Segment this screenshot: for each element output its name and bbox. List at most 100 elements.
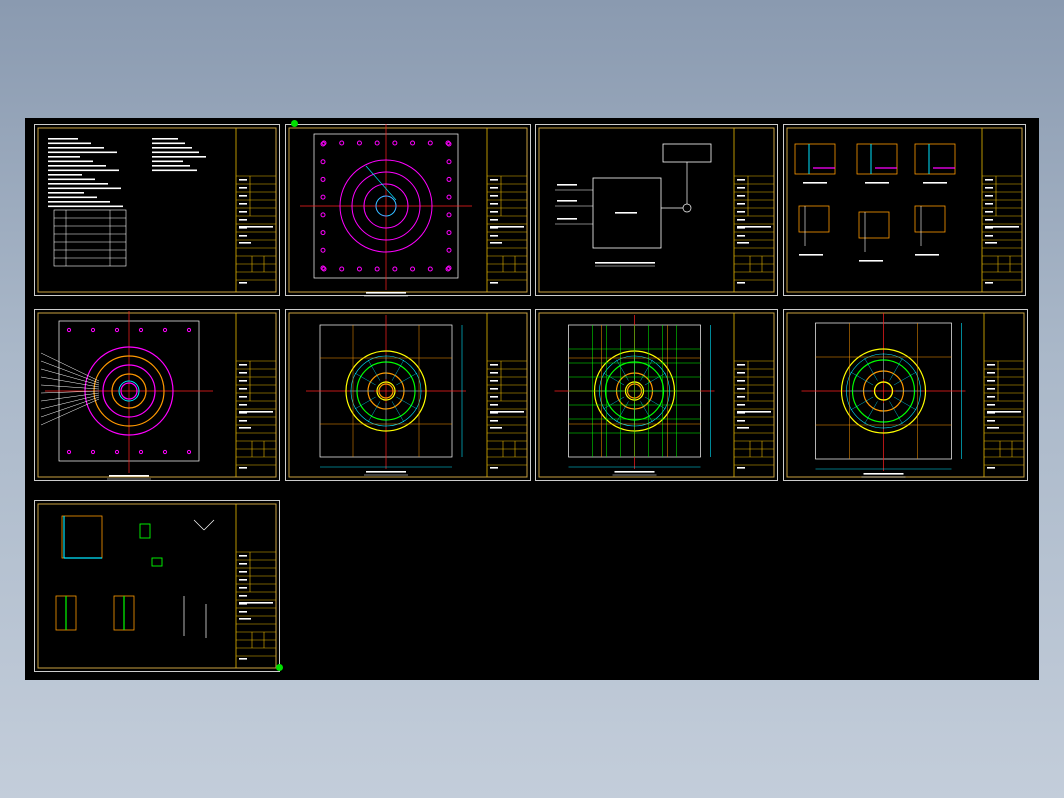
ring [120, 382, 138, 400]
titleblock-text [987, 467, 995, 469]
wire-label [557, 184, 577, 186]
titleblock-text [239, 404, 247, 406]
cad-model-space[interactable] [25, 118, 1039, 680]
titleblock-text [490, 388, 498, 390]
leader-line [40, 376, 100, 388]
anchor-bolt [374, 140, 380, 146]
anchor-bolt [320, 230, 326, 236]
note-line [48, 196, 97, 199]
rebar [203, 519, 215, 531]
titleblock-text [239, 412, 247, 414]
note-line [152, 138, 178, 140]
note-line [48, 183, 108, 185]
titleblock-text [239, 364, 247, 366]
sheet-border [285, 124, 531, 296]
titleblock-text [239, 187, 247, 189]
sheet-drawing [34, 309, 280, 481]
radial-bar [864, 357, 878, 381]
note-line [48, 187, 121, 190]
sheet-drawing [285, 309, 531, 481]
sheet-border [783, 309, 1028, 481]
anchor-bolt [410, 140, 416, 146]
titleblock-text [490, 195, 498, 197]
radial-bar [889, 357, 903, 381]
section-title [915, 254, 939, 256]
titleblock-text [987, 380, 995, 382]
titleblock-text [985, 219, 993, 221]
anchor-bolt [321, 266, 327, 272]
leader-line [40, 398, 100, 426]
sheet-drawing [34, 124, 280, 296]
anchor-bolt [392, 140, 398, 146]
sheet-frame [37, 127, 277, 293]
note-line [152, 160, 183, 163]
note-line [48, 156, 80, 158]
sheet-wiring-diagram[interactable] [535, 124, 778, 296]
titleblock-text [985, 187, 993, 189]
control-box [592, 177, 662, 249]
titleblock-text [985, 242, 997, 244]
rebar-detail [139, 523, 151, 539]
anchor-bolt [374, 266, 380, 272]
titleblock-text [490, 242, 502, 244]
sheet-section-details[interactable] [783, 124, 1026, 296]
sheet-notes[interactable] [34, 124, 280, 296]
titleblock-text [737, 412, 745, 414]
note-line [48, 205, 123, 208]
ring [363, 183, 409, 229]
grip-top-left[interactable] [291, 120, 298, 127]
titleblock-text [985, 226, 1019, 228]
titleblock-text [987, 388, 995, 390]
grip-bottom-right[interactable] [276, 664, 283, 671]
ring [102, 364, 156, 418]
sheet-rebar-details[interactable] [34, 500, 280, 672]
core-ring [873, 381, 894, 401]
titleblock-text [239, 372, 247, 374]
titleblock-text [239, 571, 247, 573]
material-table [53, 209, 127, 267]
anchor-bolt [446, 159, 452, 165]
titleblock-text [490, 420, 498, 422]
leader-line [40, 368, 100, 386]
titleblock-text [490, 404, 498, 406]
titleblock-text [737, 227, 745, 229]
anchor-bolt [66, 327, 72, 333]
titleblock-text [737, 242, 749, 244]
titleblock-text [737, 427, 749, 429]
sheet-bolt-plan[interactable] [285, 124, 531, 297]
terminal [682, 203, 692, 213]
drawing-title [863, 473, 904, 475]
titleblock-text [239, 595, 247, 597]
rebar [193, 519, 205, 531]
anchor-bolt [427, 266, 433, 272]
radial-bar [864, 401, 878, 425]
sheet-reinforcement-plan-c[interactable] [783, 309, 1028, 481]
anchor-bolt [445, 140, 451, 146]
section-title [799, 254, 823, 256]
sheet-foundation-plan[interactable] [34, 309, 280, 481]
anchor-bolt [446, 247, 452, 253]
ring [111, 373, 147, 409]
drawing-title [366, 292, 406, 294]
anchor-bolt [410, 266, 416, 272]
sheet-reinforcement-plan-b[interactable] [535, 309, 778, 481]
sheet-drawing [34, 500, 280, 672]
anchor-bolt [320, 247, 326, 253]
anchor-bolt [320, 265, 326, 271]
titleblock-text [239, 226, 273, 228]
sheet-drawing [285, 124, 531, 297]
titleblock-text [987, 420, 995, 422]
titleblock-text [239, 603, 247, 605]
radial-bar [889, 401, 903, 425]
sheet-drawing [783, 309, 1028, 481]
titleblock-text [490, 467, 498, 469]
titleblock-text [737, 404, 745, 406]
anchor-bolt [339, 140, 345, 146]
titleblock-text [239, 282, 247, 284]
anchor-bolt [138, 327, 144, 333]
anchor-bolt [392, 266, 398, 272]
section-wall [914, 205, 946, 233]
sheet-reinforcement-plan-a[interactable] [285, 309, 531, 481]
note-line [48, 192, 84, 194]
titleblock-text [490, 211, 498, 213]
